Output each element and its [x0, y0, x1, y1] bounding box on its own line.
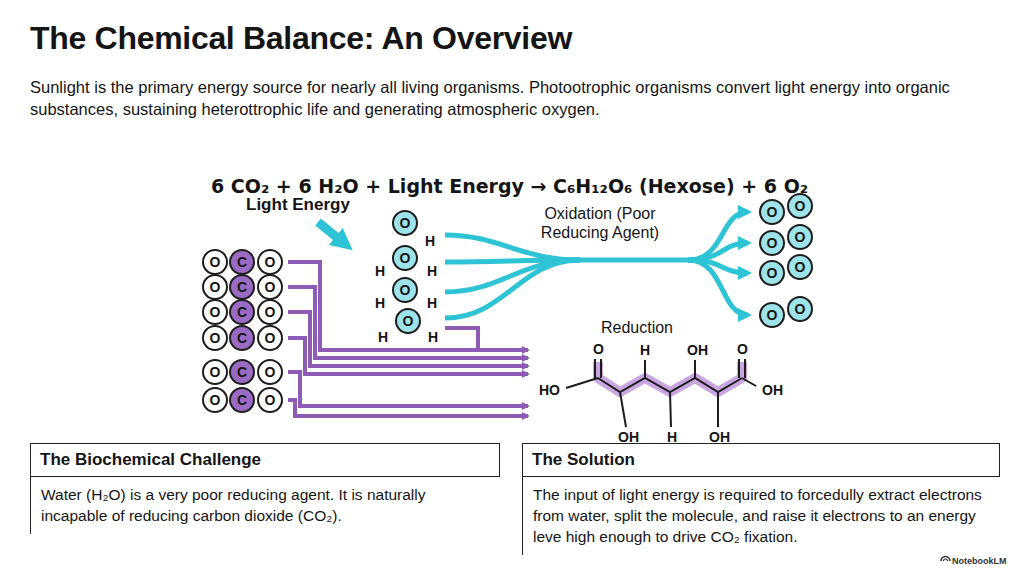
- process-label: Oxidation (Poor Reducing Agent): [510, 204, 690, 242]
- process-label: Reduction: [547, 318, 727, 337]
- oxygen-atom: O: [202, 387, 228, 413]
- oxygen-atom: O: [395, 308, 421, 334]
- carbon-atom: C: [229, 387, 255, 413]
- hydrogen-atom: H: [378, 329, 388, 345]
- hydrogen-atom: H: [427, 263, 437, 279]
- oxygen-atom: O: [257, 249, 283, 275]
- hydrogen-atom: H: [427, 295, 437, 311]
- carbon-atom: C: [229, 274, 255, 300]
- hydrogen-atom: H: [428, 329, 438, 345]
- oxygen-atom: O: [202, 274, 228, 300]
- oxygen-atom: O: [392, 245, 418, 271]
- hexose-structure: [566, 359, 756, 427]
- oxygen-atom: O: [392, 210, 418, 236]
- oxygen-atom: O: [392, 277, 418, 303]
- text-panel: The Biochemical ChallengeWater (H₂O) is …: [30, 443, 500, 534]
- atom-label: O: [593, 341, 604, 357]
- oxygen-atom: O: [202, 325, 228, 351]
- equation: 6 CO₂ + 6 H₂O + Light Energy → C₆H₁₂O₆ (…: [211, 175, 808, 197]
- carbon-atom: C: [229, 299, 255, 325]
- text-panel: The SolutionThe input of light energy is…: [522, 443, 1000, 555]
- oxygen-atom: O: [257, 299, 283, 325]
- watermark-icon: [941, 557, 950, 562]
- panel-body: The input of light energy is required to…: [522, 477, 1000, 555]
- oxygen-atom: O: [759, 199, 785, 225]
- hydrogen-atom: H: [375, 263, 385, 279]
- watermark: NotebookLM: [952, 556, 1007, 566]
- hydrogen-atom: H: [425, 233, 435, 249]
- diagram-title: The Chemical Balance: An Overview: [30, 20, 572, 57]
- oxygen-atom: O: [787, 193, 813, 219]
- atom-label: OH: [687, 342, 708, 358]
- carbon-atom: C: [229, 249, 255, 275]
- atom-label: H: [640, 342, 650, 358]
- carbon-atom: C: [229, 325, 255, 351]
- oxygen-atom: O: [202, 359, 228, 385]
- oxygen-atom: O: [759, 260, 785, 286]
- oxygen-atom: O: [257, 387, 283, 413]
- oxygen-atom: O: [257, 359, 283, 385]
- light-arrow: [318, 222, 345, 244]
- light-label: Light Energy: [246, 195, 350, 215]
- panel-heading: The Biochemical Challenge: [30, 443, 500, 477]
- atom-label: HO: [539, 382, 560, 398]
- oxygen-atom: O: [257, 274, 283, 300]
- oxygen-atom: O: [787, 224, 813, 250]
- oxygen-atom: O: [759, 302, 785, 328]
- intro-text: Sunlight is the primary energy source fo…: [30, 76, 1005, 120]
- panel-heading: The Solution: [522, 443, 1000, 477]
- panel-body: Water (H₂O) is a very poor reducing agen…: [30, 477, 500, 534]
- hydrogen-atom: H: [375, 295, 385, 311]
- oxygen-atom: O: [202, 299, 228, 325]
- carbon-atom: C: [229, 359, 255, 385]
- oxygen-atom: O: [787, 296, 813, 322]
- oxygen-atom: O: [759, 230, 785, 256]
- oxygen-atom: O: [202, 249, 228, 275]
- atom-label: O: [737, 341, 748, 357]
- atom-label: OH: [762, 382, 783, 398]
- oxygen-atom: O: [257, 325, 283, 351]
- oxygen-atom: O: [787, 254, 813, 280]
